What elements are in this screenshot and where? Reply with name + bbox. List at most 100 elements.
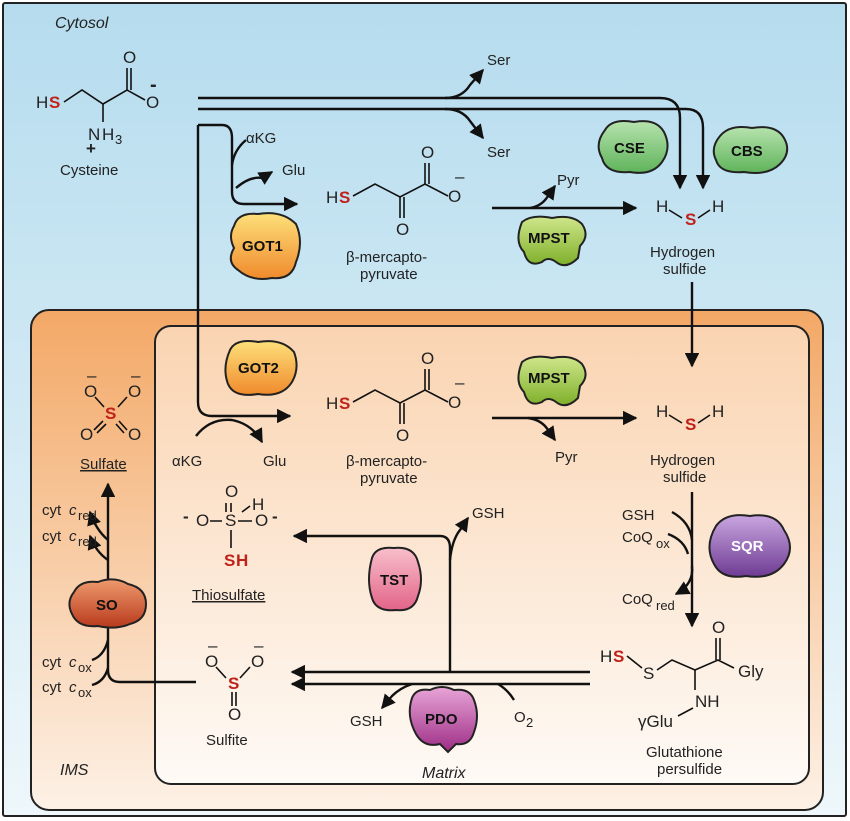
- h2s-cyto-s: S: [685, 210, 696, 229]
- glu-label-mito: Glu: [263, 453, 286, 470]
- sulfite-o-left-minus: –: [208, 636, 218, 655]
- bmp-mito-h: H: [326, 394, 338, 413]
- cysteine-o-minus: -: [150, 74, 157, 96]
- thio-o-top: O: [225, 482, 238, 501]
- gsh-label-sqr: GSH: [622, 507, 655, 524]
- cyt-red-arrow-2: [87, 534, 109, 561]
- gssh-s2: S: [643, 664, 654, 683]
- tst-label: TST: [380, 572, 408, 589]
- h2s-cyto-h-right: H: [712, 197, 724, 216]
- h2s-cyto-label-2: sulfide: [663, 261, 706, 278]
- thio-sh-s: S: [224, 551, 235, 570]
- sulfate-o-left: O: [84, 382, 97, 401]
- bmp-mito-label-1: β-mercapto-: [346, 453, 427, 470]
- thiosulfate-structure: O H O - S O - S H Thiosulfate: [183, 482, 278, 604]
- cyt-c-red-2-sub: red: [78, 534, 97, 549]
- cytosol-label: Cytosol: [55, 15, 109, 32]
- ser-top-branch: [444, 68, 484, 100]
- cyt-c-red-2-cyt: cyt: [42, 528, 62, 545]
- cyt-c-ox-1-cyt: cyt: [42, 654, 62, 671]
- cysteine-o-top: O: [123, 48, 136, 67]
- cysteine-h3-sub: 3: [115, 132, 122, 147]
- h2s-mito-h-right: H: [712, 402, 724, 421]
- bmp-cyto-label-2: pyruvate: [360, 266, 418, 283]
- h2s-mito-label-2: sulfide: [663, 469, 706, 486]
- pdo-label: PDO: [425, 711, 458, 728]
- glu-label-cyto: Glu: [282, 162, 305, 179]
- gssh-label-1: Glutathione: [646, 744, 723, 761]
- thio-o-right-minus: -: [272, 507, 278, 526]
- thio-sh-h: H: [236, 551, 248, 570]
- o2-label: O: [514, 709, 526, 726]
- ims-label: IMS: [60, 762, 89, 779]
- bmp-cyto-o-top: O: [421, 143, 434, 162]
- gssh-gly: Gly: [738, 662, 764, 681]
- sqr-enzyme: SQR: [708, 514, 791, 578]
- gsh-label-pdo: GSH: [350, 713, 383, 730]
- cysteine-n-atom: N: [88, 125, 100, 144]
- cyt-ox-arc: [91, 639, 110, 687]
- coq-red-label: CoQ: [622, 591, 653, 608]
- h2s-cyto-h-left: H: [656, 197, 668, 216]
- bmp-mito-o-side: O: [448, 393, 461, 412]
- cse-pathway-arrow: [198, 96, 688, 190]
- tst-enzyme: TST: [368, 546, 422, 612]
- cyt-c-red-2-c: c: [69, 528, 77, 545]
- got1-label: GOT1: [242, 238, 283, 255]
- so-enzyme: SO: [68, 578, 148, 629]
- tst-vertical-line: [292, 528, 452, 672]
- mpst-mito-enzyme: MPST: [517, 355, 587, 407]
- sulfate-label: Sulfate: [80, 456, 127, 473]
- sulfate-structure: O – O – S O O Sulfate: [80, 366, 141, 473]
- cbs-pathway-arrow: [198, 107, 711, 190]
- cyt-c-ox-1-sub: ox: [78, 660, 92, 675]
- akg-label-cyto: αKG: [246, 130, 276, 147]
- thio-o-left-minus: -: [183, 507, 189, 526]
- bmp-mito-o-bottom: O: [396, 426, 409, 445]
- got1-enzyme: GOT1: [229, 212, 301, 280]
- cyt-c-red-1-c: c: [69, 502, 77, 519]
- h2s-cyto-structure: H S H Hydrogen sulfide: [650, 197, 724, 278]
- sulfite-s: S: [228, 674, 239, 693]
- sqr-label: SQR: [731, 538, 764, 555]
- cysteine-label: Cysteine: [60, 162, 118, 179]
- mpst-mito-label: MPST: [528, 370, 570, 387]
- bmp-mito-structure: H S O O – O β-mercapto- pyruvate: [326, 349, 465, 487]
- cse-enzyme: CSE: [597, 120, 669, 174]
- bmp-cyto-o-minus: –: [455, 167, 465, 186]
- sulfate-o-right: O: [128, 382, 141, 401]
- gsh-coq-arc: [668, 510, 694, 594]
- pdo-enzyme: PDO: [408, 686, 478, 754]
- cysteine-h-atom: H: [36, 93, 48, 112]
- o2-sub: 2: [526, 715, 533, 730]
- bmp-cyto-s: S: [339, 188, 350, 207]
- thio-o-right: O: [255, 511, 268, 530]
- sulfite-o-bottom: O: [228, 705, 241, 724]
- so-label: SO: [96, 597, 118, 614]
- sulfite-label: Sulfite: [206, 732, 248, 749]
- akg-glu-cyto-arc: [230, 139, 272, 189]
- matrix-compartment: [154, 325, 810, 785]
- sulfate-o-br: O: [128, 425, 141, 444]
- bmp-cyto-h: H: [326, 188, 338, 207]
- bmp-cyto-structure: H S O O – O β-mercapto- pyruvate: [326, 143, 465, 283]
- ser-bottom-branch: [444, 107, 484, 140]
- cyt-c-red-1-sub: red: [78, 508, 97, 523]
- gsh-pdo-branch: [381, 682, 413, 710]
- bmp-mito-s: S: [339, 394, 350, 413]
- thio-s-center: S: [225, 511, 236, 530]
- cysteine-o-right: O: [146, 93, 159, 112]
- gsh-label-tst: GSH: [472, 505, 505, 522]
- bmp-mito-label-2: pyruvate: [360, 470, 418, 487]
- h2s-cyto-label-1: Hydrogen: [650, 244, 715, 261]
- bmp-cyto-o-bottom: O: [396, 220, 409, 239]
- pyr-cyto-branch: [529, 184, 556, 210]
- bmp-cyto-o-side: O: [448, 187, 461, 206]
- got2-enzyme: GOT2: [224, 340, 298, 396]
- o2-pdo-branch: [497, 682, 516, 701]
- mpst-cyto-label: MPST: [528, 230, 570, 247]
- sulfite-structure: O – O – S O Sulfite: [205, 636, 264, 749]
- sulfite-o-right: O: [251, 652, 264, 671]
- h2s-mito-structure: H S H Hydrogen sulfide: [650, 402, 724, 486]
